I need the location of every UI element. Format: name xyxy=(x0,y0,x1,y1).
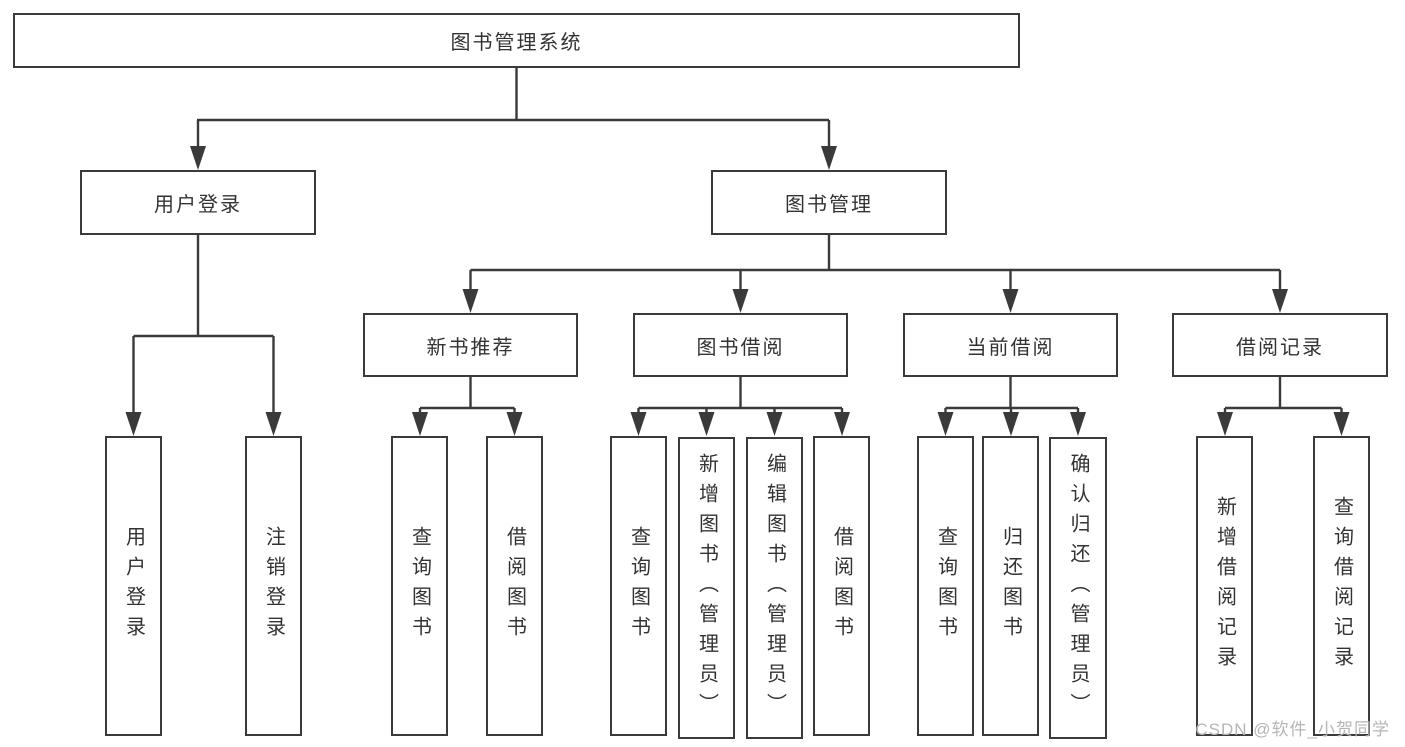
node-new-book-recommend-label: 新书推荐 xyxy=(426,336,515,359)
connector-user-login-to-leaves xyxy=(125,235,282,436)
node-book-borrow: 图书借阅 xyxy=(633,313,848,377)
connector-current-borrow-to-leaves xyxy=(937,377,1086,436)
leaf-confirm-return-admin: 确认归还（管理员） xyxy=(1049,437,1107,739)
leaf-add-borrow-record: 新增借阅记录 xyxy=(1196,436,1253,736)
leaf-query-book-current-label: 查询图书 xyxy=(934,526,957,646)
leaf-user-login-label: 用户登录 xyxy=(122,526,145,646)
leaf-return-book: 归还图书 xyxy=(982,436,1039,736)
leaf-query-book-borrow-label: 查询图书 xyxy=(627,526,650,646)
leaf-add-book-admin-label: 新增图书（管理员） xyxy=(695,453,718,723)
node-borrow-records: 借阅记录 xyxy=(1172,313,1388,377)
node-book-management-label: 图书管理 xyxy=(785,194,873,216)
leaf-borrow-book: 借阅图书 xyxy=(813,436,870,736)
node-current-borrow-label: 当前借阅 xyxy=(966,336,1055,359)
connector-book-management-to-level3 xyxy=(462,235,1288,313)
leaf-query-borrow-record-label: 查询借阅记录 xyxy=(1330,496,1353,676)
connector-root-to-level2 xyxy=(190,68,837,170)
leaf-edit-book-admin-label: 编辑图书（管理员） xyxy=(763,453,786,723)
node-user-login: 用户登录 xyxy=(80,170,316,235)
connector-borrow-records-to-leaves xyxy=(1217,377,1350,436)
leaf-borrow-book-recommend-label: 借阅图书 xyxy=(503,526,526,646)
leaf-logout: 注销登录 xyxy=(245,436,302,736)
leaf-user-login: 用户登录 xyxy=(105,436,162,736)
leaf-borrow-book-label: 借阅图书 xyxy=(830,526,853,646)
node-root: 图书管理系统 xyxy=(13,13,1020,68)
leaf-query-book-recommend: 查询图书 xyxy=(391,436,448,736)
node-current-borrow: 当前借阅 xyxy=(903,313,1118,377)
leaf-query-borrow-record: 查询借阅记录 xyxy=(1313,436,1370,736)
node-new-book-recommend: 新书推荐 xyxy=(363,313,578,377)
leaf-confirm-return-admin-label: 确认归还（管理员） xyxy=(1067,453,1089,723)
csdn-watermark: CSDN @软件_小贺同学 xyxy=(1195,720,1390,739)
node-user-login-label: 用户登录 xyxy=(154,194,242,216)
leaf-query-book-recommend-label: 查询图书 xyxy=(408,526,431,646)
leaf-edit-book-admin: 编辑图书（管理员） xyxy=(746,437,803,739)
leaf-add-borrow-record-label: 新增借阅记录 xyxy=(1213,496,1236,676)
leaf-logout-label: 注销登录 xyxy=(262,526,285,646)
leaf-query-book-borrow: 查询图书 xyxy=(610,436,667,736)
leaf-add-book-admin: 新增图书（管理员） xyxy=(678,437,735,739)
leaf-borrow-book-recommend: 借阅图书 xyxy=(486,436,543,736)
node-book-management: 图书管理 xyxy=(711,170,947,235)
node-root-label: 图书管理系统 xyxy=(450,32,583,54)
connector-book-borrow-to-leaves xyxy=(630,377,850,436)
leaf-query-book-current: 查询图书 xyxy=(917,436,974,736)
leaf-return-book-label: 归还图书 xyxy=(999,526,1022,646)
node-borrow-records-label: 借阅记录 xyxy=(1236,336,1324,359)
node-book-borrow-label: 图书借阅 xyxy=(696,336,785,359)
connector-new-book-recommend-to-leaves xyxy=(412,377,523,436)
